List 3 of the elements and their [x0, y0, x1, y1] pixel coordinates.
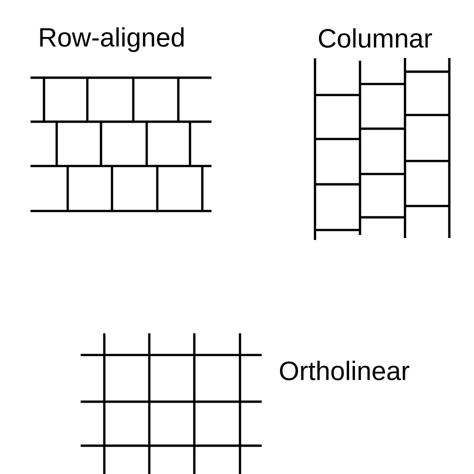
layout-label: Ortholinear: [280, 360, 410, 380]
layout-label: Columnar: [318, 28, 432, 48]
layout-label: Row-aligned: [40, 27, 184, 52]
